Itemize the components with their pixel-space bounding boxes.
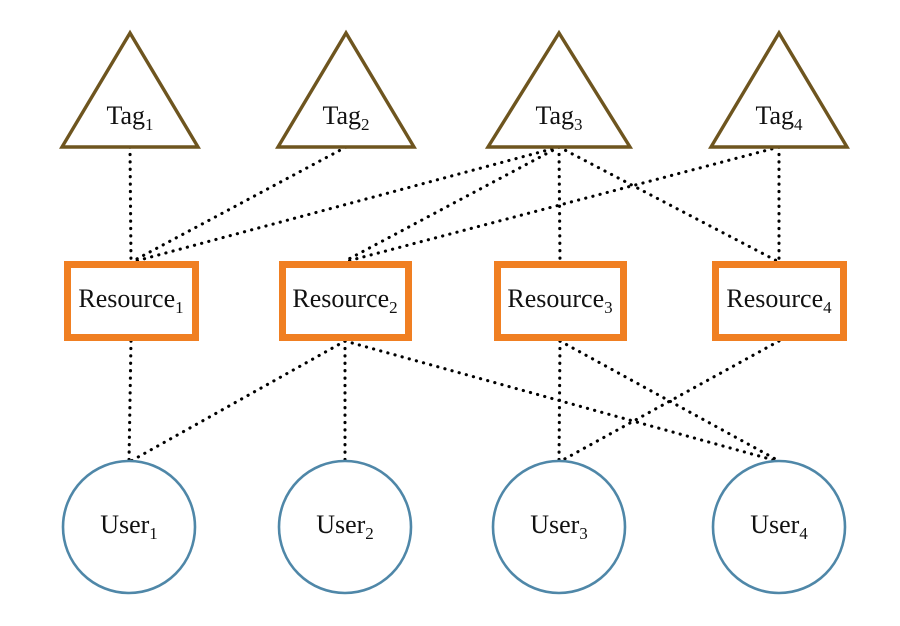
node-tag4[interactable]: Tag4 [708, 29, 850, 149]
node-user3[interactable]: User3 [491, 459, 627, 595]
rect-shape-res3[interactable] [494, 261, 627, 341]
node-res4[interactable]: Resource4 [712, 261, 847, 341]
node-label-tag4: Tag4 [755, 101, 803, 134]
node-res2[interactable]: Resource2 [279, 261, 412, 341]
node-label-res2: Resource2 [292, 284, 397, 317]
edge-group-tag-to-resource [128, 145, 781, 263]
node-label-user3: User3 [530, 510, 588, 543]
edge-tag3-res3 [557, 145, 562, 263]
node-label-tag2: Tag2 [322, 101, 369, 134]
edge-tag3-res1 [134, 145, 561, 263]
edge-tag1-res1 [128, 145, 133, 263]
edge-tag4-res2 [346, 145, 781, 263]
triangle-shape-tag3[interactable] [484, 29, 634, 149]
node-label-user4: User4 [750, 510, 808, 543]
node-label-tag1: Tag1 [106, 101, 153, 134]
edge-group-resource-to-user [127, 339, 781, 463]
circle-shape-user1[interactable] [61, 459, 197, 595]
circle-shape-user3[interactable] [491, 459, 627, 595]
layer-users: User1 User2 User3 User4 [61, 459, 847, 595]
edge-res1-user1 [127, 339, 133, 463]
edge-tag3-res2 [343, 145, 561, 263]
node-tag2[interactable]: Tag2 [275, 29, 417, 149]
node-label-res1: Resource1 [78, 284, 183, 317]
node-user4[interactable]: User4 [711, 459, 847, 595]
node-res1[interactable]: Resource1 [64, 261, 199, 341]
node-label-res3: Resource3 [507, 284, 612, 317]
node-label-user2: User2 [316, 510, 374, 543]
triangle-shape-tag1[interactable] [59, 29, 201, 149]
edge-res2-user1 [129, 339, 347, 463]
node-label-user1: User1 [100, 510, 158, 543]
layer-resources: Resource1 Resource2 Resource3 Resource4 [64, 261, 847, 341]
edge-tag2-res1 [131, 145, 348, 263]
node-user2[interactable]: User2 [277, 459, 413, 595]
layer-tags: Tag1 Tag2 Tag3 Tag4 [59, 29, 850, 149]
rect-shape-res1[interactable] [64, 261, 199, 341]
triangle-shape-tag4[interactable] [708, 29, 850, 149]
node-tag3[interactable]: Tag3 [484, 29, 634, 149]
node-label-res4: Resource4 [726, 284, 832, 317]
node-res3[interactable]: Resource3 [494, 261, 627, 341]
edge-tag3-res4 [557, 145, 779, 263]
edge-res3-user3 [557, 339, 562, 463]
edge-res2-user4 [343, 339, 779, 463]
rect-shape-res2[interactable] [279, 261, 412, 341]
triangle-shape-tag2[interactable] [275, 29, 417, 149]
circle-shape-user4[interactable] [711, 459, 847, 595]
edge-res4-user3 [559, 339, 781, 463]
node-label-tag3: Tag3 [535, 101, 582, 134]
node-tag1[interactable]: Tag1 [59, 29, 201, 149]
circle-shape-user2[interactable] [277, 459, 413, 595]
node-user1[interactable]: User1 [61, 459, 197, 595]
rect-shape-res4[interactable] [712, 261, 847, 341]
